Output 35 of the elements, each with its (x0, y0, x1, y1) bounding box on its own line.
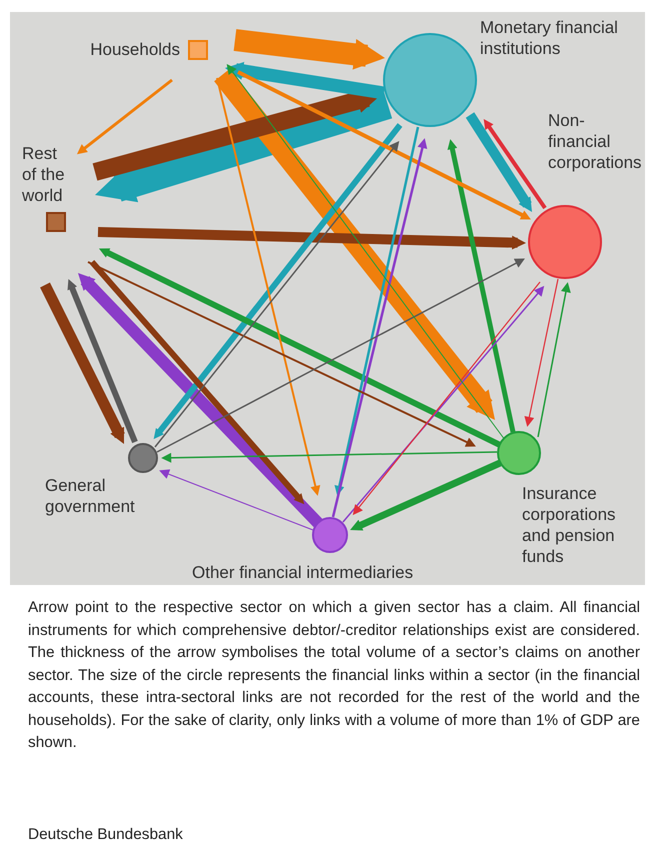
sector-label: Insurance corporations and pension funds (522, 483, 617, 567)
arrow (88, 261, 476, 447)
arrow (350, 460, 502, 531)
arrow (68, 279, 138, 444)
arrow (216, 78, 320, 496)
arrow (78, 273, 322, 528)
arrow (447, 139, 516, 433)
arrow (225, 62, 385, 100)
arrow (334, 126, 420, 496)
sector-square (188, 40, 208, 60)
arrow (95, 92, 392, 202)
sector-square (46, 212, 66, 232)
caption: Arrow point to the respective sector on which a given sector has a claim. All financial instruments for which comprehensive debtor/-creditor relationships exist are considered. The thickness of the arrow symbolises the total volume of a sector’s claims on another sector. The size of the circle represents the financial links within a sector (in the financial accounts, these intra-sectoral links are not recorded for the rest of the world and the households). For the sake of clarity, only links with a volume of more than 1% of GDP are shown. (28, 598, 640, 753)
arrow (524, 278, 559, 427)
sector-label: General government (45, 475, 136, 517)
arrow (234, 29, 385, 70)
arrow (40, 282, 125, 444)
arrow (484, 119, 547, 210)
sector-label: Other financial intermediaries (192, 562, 414, 583)
sector-label: Households (89, 39, 180, 60)
arrow (466, 112, 532, 212)
arrow (332, 138, 428, 518)
sector-label: Monetary financial institutions (480, 17, 619, 59)
arrow (537, 282, 571, 438)
arrow (161, 451, 498, 463)
sector-label: Rest of the world (22, 143, 66, 206)
arrow (156, 258, 525, 453)
source-note: Deutsche Bundesbank (28, 826, 183, 844)
arrow (98, 248, 502, 448)
arrow (98, 227, 526, 250)
sector-label: Non-financial corporations (548, 110, 643, 173)
arrow (159, 469, 314, 530)
arrow (90, 260, 304, 504)
arrow (76, 78, 173, 154)
arrow (237, 70, 531, 220)
